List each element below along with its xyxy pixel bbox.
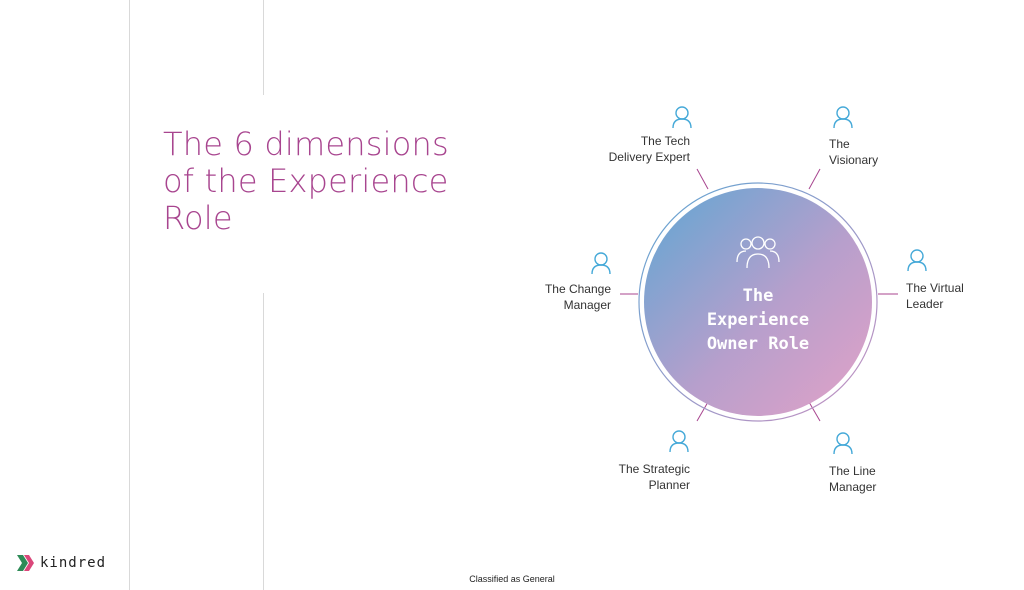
- person-icon: [672, 106, 692, 129]
- classification-footer: Classified as General: [469, 574, 555, 584]
- dimension-label: The Line: [829, 464, 876, 478]
- connector-strategic-planner: [696, 401, 709, 422]
- dimension-label: The Tech: [640, 134, 690, 148]
- dimension-label: The: [829, 137, 850, 151]
- person-icon: [907, 249, 927, 272]
- divider-left: [129, 0, 130, 590]
- connector-line-manager: [808, 401, 821, 422]
- dimension-label: The Change: [544, 282, 611, 296]
- dimension-visionary: The Visionary: [829, 136, 939, 168]
- dimension-virtual-leader: The Virtual Leader: [906, 280, 1016, 312]
- person-icon: [833, 432, 853, 455]
- dimension-line-manager: The Line Manager: [829, 463, 939, 495]
- center-title: The Experience Owner Role: [678, 284, 838, 356]
- person-icon: [833, 106, 853, 129]
- dimension-change-manager: The Change Manager: [500, 281, 611, 313]
- connector-visionary: [808, 168, 821, 190]
- dimension-tech-delivery-expert: The Tech Delivery Expert: [580, 133, 690, 165]
- logo-text: kindred: [40, 555, 107, 571]
- title-line-1: The 6 dimensions: [163, 125, 449, 163]
- person-icon: [591, 252, 611, 275]
- outer-ring: [638, 182, 878, 422]
- center-line-1: The: [742, 286, 774, 306]
- dimension-label: Manager: [829, 480, 877, 494]
- group-icon: [736, 236, 780, 269]
- divider-mid-top: [263, 0, 264, 95]
- connector-tech-delivery: [696, 168, 709, 190]
- center-line-3: Owner Role: [706, 334, 810, 354]
- person-icon: [669, 430, 689, 453]
- dimension-strategic-planner: The Strategic Planner: [580, 461, 690, 493]
- title-line-3: Role: [163, 199, 233, 237]
- kindred-logo-icon: [17, 555, 34, 571]
- dimension-label: Delivery Expert: [608, 150, 690, 164]
- dimension-label: The Strategic: [618, 462, 690, 476]
- dimension-label: The Virtual: [906, 281, 964, 295]
- kindred-logo: kindred: [16, 551, 106, 575]
- slide-title: The 6 dimensions of the Experience Role: [163, 126, 493, 237]
- dimension-label: Manager: [563, 298, 611, 312]
- dimension-label: Planner: [648, 478, 690, 492]
- dimension-label: Leader: [906, 297, 944, 311]
- dimension-label: Visionary: [829, 153, 879, 167]
- central-circle: [644, 188, 872, 416]
- title-line-2: of the Experience: [163, 162, 449, 200]
- divider-mid-bottom: [263, 293, 264, 590]
- center-line-2: Experience: [706, 310, 810, 330]
